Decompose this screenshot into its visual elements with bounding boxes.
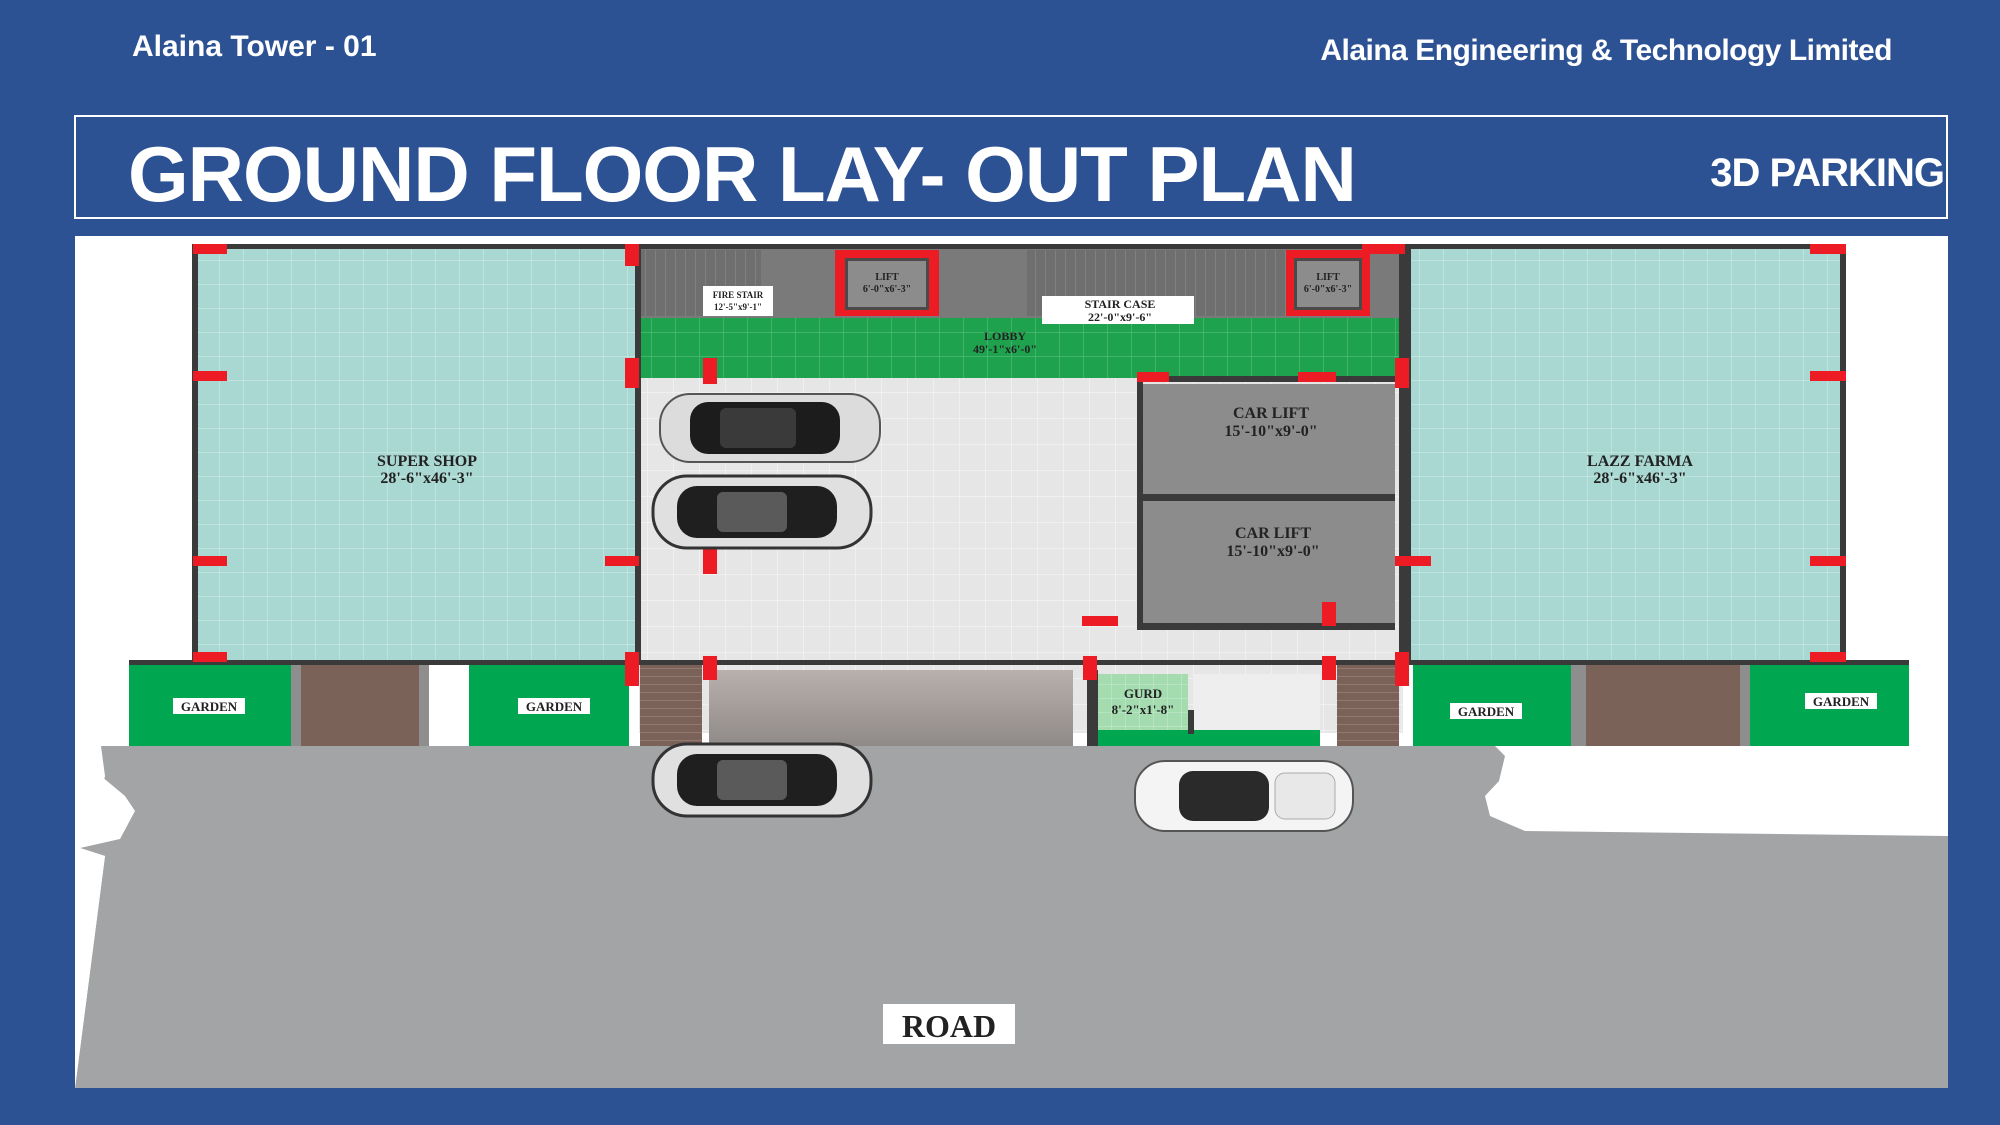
wall-left bbox=[192, 244, 198, 664]
super-shop-name: SUPER SHOP bbox=[377, 453, 477, 470]
road-label: ROAD bbox=[902, 1008, 996, 1044]
garden-2-label-bg bbox=[518, 698, 590, 714]
lazz-farma-size: 28'-6"x46'-3" bbox=[1593, 470, 1686, 487]
driveway bbox=[709, 670, 1073, 746]
lazz-farma-name: LAZZ FARMA bbox=[1587, 453, 1693, 470]
wall-front bbox=[129, 660, 1909, 665]
wall-top-left bbox=[195, 244, 639, 249]
wall-right bbox=[1840, 244, 1846, 664]
front-separator-4 bbox=[1740, 665, 1750, 746]
guard-wall-right bbox=[1188, 710, 1194, 734]
lift-left-size: 6'-0"x6'-3" bbox=[863, 284, 911, 295]
car-lift-2-size: 15'-10"x9'-0" bbox=[1226, 543, 1319, 560]
front-green-strip bbox=[1098, 730, 1320, 746]
lobby-size: 49'-1"x6'-0" bbox=[973, 342, 1037, 356]
project-name: Alaina Tower - 01 bbox=[132, 30, 377, 63]
car-4 bbox=[1134, 760, 1354, 832]
car-lift-2-name: CAR LIFT bbox=[1235, 525, 1311, 542]
company-name: Alaina Engineering & Technology Limited bbox=[1320, 34, 1892, 67]
car-lift-left-wall bbox=[1137, 378, 1143, 630]
title-banner: GROUND FLOOR LAY- OUT PLAN 3D PARKING bbox=[74, 115, 1948, 219]
lift-right-size: 6'-0"x6'-3" bbox=[1304, 284, 1352, 295]
front-ramp-left bbox=[301, 665, 419, 746]
car-3 bbox=[651, 742, 873, 818]
car-lift-bottom-wall bbox=[1140, 623, 1395, 630]
garden-1-label: GARDEN bbox=[181, 699, 238, 714]
road-label-bg bbox=[883, 1004, 1015, 1044]
fire-stair-name: FIRE STAIR bbox=[713, 290, 764, 300]
garden-1-label-bg bbox=[173, 698, 245, 714]
stair-case-label-bg bbox=[1042, 296, 1194, 324]
structural-columns bbox=[193, 244, 1846, 708]
page-subtitle: 3D PARKING bbox=[1710, 151, 1945, 195]
car-2 bbox=[651, 474, 873, 550]
floor-plan-drawing: FIRE STAIR 12'-5"x9'-1" LIFT 6'-0"x6'-3"… bbox=[75, 244, 1948, 1088]
car-lift-1-size: 15'-10"x9'-0" bbox=[1224, 423, 1317, 440]
steps-right bbox=[1337, 665, 1399, 746]
wall-top-right bbox=[1405, 244, 1845, 249]
guard-name: GURD bbox=[1124, 686, 1162, 701]
guard-size: 8'-2"x1'-8" bbox=[1112, 702, 1175, 717]
lift-left-name: LIFT bbox=[875, 272, 899, 283]
front-separator-1 bbox=[291, 665, 301, 746]
front-separator-3 bbox=[1571, 665, 1586, 746]
lift-right-inner bbox=[1297, 261, 1359, 307]
front-separator-2 bbox=[419, 665, 429, 746]
stair-case-size: 22'-0"x9'-6" bbox=[1088, 310, 1152, 324]
lobby-floor bbox=[639, 318, 1403, 378]
car-lift-top-wall bbox=[1137, 376, 1395, 382]
front-right-white bbox=[1193, 674, 1320, 730]
fire-stair-label-bg bbox=[703, 286, 773, 316]
guard-wall-left bbox=[1087, 670, 1098, 746]
car-lift-1-name: CAR LIFT bbox=[1233, 405, 1309, 422]
car-lift-2 bbox=[1140, 501, 1395, 623]
lobby-name: LOBBY bbox=[984, 329, 1026, 343]
super-shop-size: 28'-6"x46'-3" bbox=[380, 470, 473, 487]
wall-shop-right-inner bbox=[1399, 244, 1411, 664]
garden-3-label-bg bbox=[1450, 703, 1522, 719]
guard-room bbox=[1098, 674, 1188, 730]
wall-top-core bbox=[639, 244, 1405, 249]
car-lift-1 bbox=[1140, 384, 1395, 494]
stair-case-name: STAIR CASE bbox=[1085, 297, 1156, 311]
wall-shop-left-inner bbox=[635, 244, 641, 664]
garden-2-label: GARDEN bbox=[526, 699, 583, 714]
floor-plan: FIRE STAIR 12'-5"x9'-1" LIFT 6'-0"x6'-3"… bbox=[75, 236, 1948, 1088]
page-title: GROUND FLOOR LAY- OUT PLAN bbox=[128, 130, 1357, 218]
steps-left bbox=[640, 665, 702, 746]
lazz-farma-floor bbox=[1405, 248, 1843, 663]
car-lift-divider bbox=[1140, 494, 1395, 501]
garden-3-label: GARDEN bbox=[1458, 704, 1515, 719]
lift-left-inner bbox=[848, 261, 926, 307]
front-ramp-right bbox=[1586, 665, 1740, 746]
car-1 bbox=[659, 393, 881, 463]
road-left-edge bbox=[75, 736, 129, 1088]
lift-right-name: LIFT bbox=[1316, 272, 1340, 283]
garden-4-label: GARDEN bbox=[1813, 694, 1870, 709]
garden-4-label-bg bbox=[1805, 693, 1877, 709]
super-shop-floor bbox=[195, 248, 635, 663]
road bbox=[75, 746, 1948, 1088]
fire-stair-size: 12'-5"x9'-1" bbox=[714, 302, 762, 312]
